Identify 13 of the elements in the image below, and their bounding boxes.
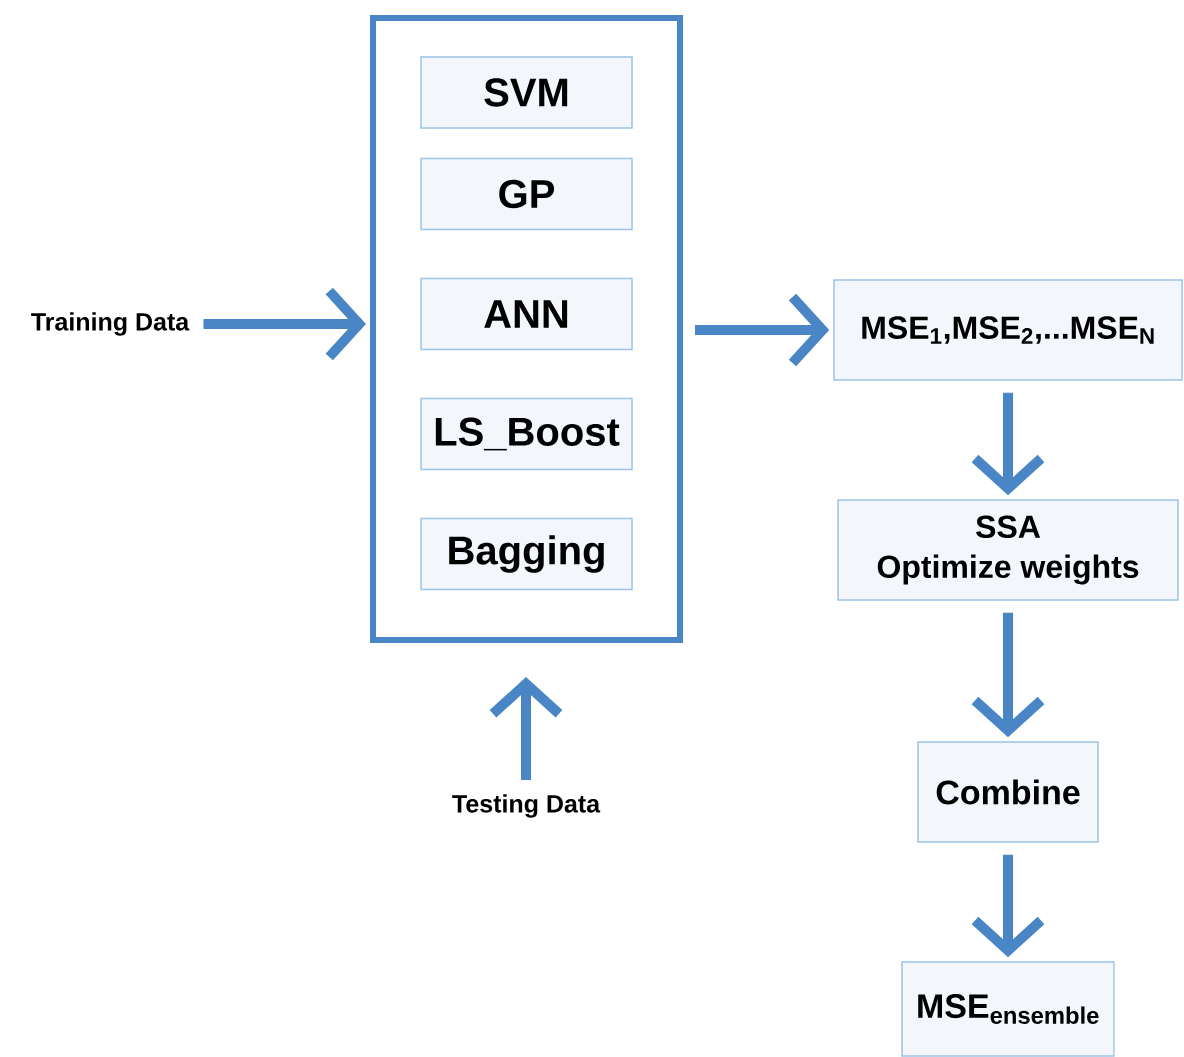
process-box: LS_Boost: [420, 397, 633, 471]
arrow: [203, 287, 366, 361]
process-box: SSA Optimize weights: [837, 499, 1179, 601]
process-box: GP: [420, 157, 633, 231]
process-box: ANN: [420, 277, 633, 351]
process-box: MSE$_{ensemble}$: [901, 961, 1115, 1057]
container-box: [370, 15, 683, 643]
process-box: Combine: [917, 741, 1099, 843]
text-label: Training Data: [31, 312, 190, 336]
process-box: MSE$_{1}$,MSE$_{2}$,...MSE$_{N}$: [833, 279, 1183, 381]
process-box: SVM: [420, 56, 633, 129]
text-label: Testing Data: [452, 794, 601, 818]
process-box: Bagging: [420, 517, 633, 591]
